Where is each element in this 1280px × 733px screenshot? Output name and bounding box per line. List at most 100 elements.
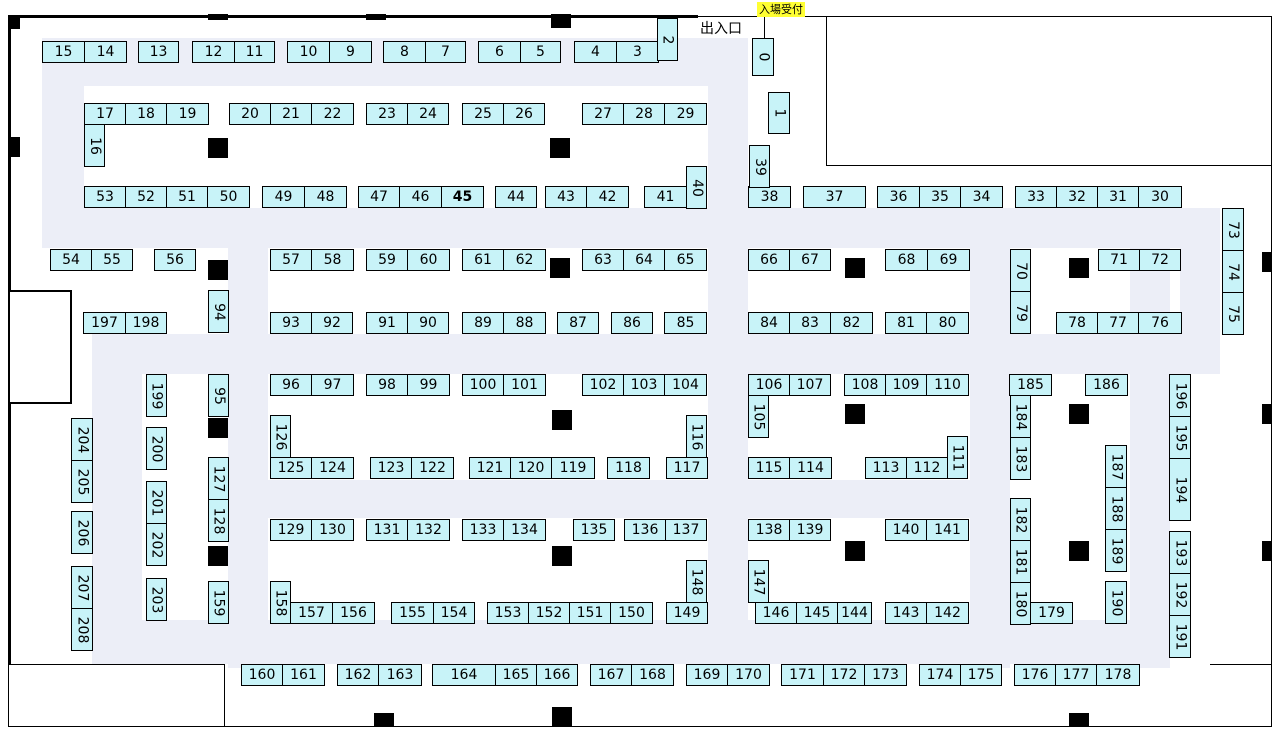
booth-148[interactable]: 148: [686, 560, 707, 603]
booth-179[interactable]: 179: [1030, 602, 1073, 624]
booth-82[interactable]: 82: [830, 312, 873, 334]
booth-8[interactable]: 8: [383, 41, 426, 63]
booth-90[interactable]: 90: [407, 312, 449, 334]
booth-53[interactable]: 53: [84, 186, 126, 208]
booth-189[interactable]: 189: [1105, 529, 1127, 572]
booth-14[interactable]: 14: [84, 41, 127, 63]
booth-116[interactable]: 116: [686, 415, 707, 458]
booth-92[interactable]: 92: [311, 312, 353, 334]
booth-6[interactable]: 6: [478, 41, 521, 63]
booth-93[interactable]: 93: [270, 312, 312, 334]
booth-146[interactable]: 146: [755, 602, 797, 624]
booth-142[interactable]: 142: [926, 602, 969, 624]
booth-54[interactable]: 54: [50, 249, 92, 271]
booth-194[interactable]: 194: [1169, 458, 1191, 521]
booth-0[interactable]: 0: [752, 38, 774, 76]
booth-173[interactable]: 173: [864, 664, 907, 686]
booth-65[interactable]: 65: [664, 249, 707, 271]
booth-180[interactable]: 180: [1010, 582, 1031, 625]
booth-18[interactable]: 18: [125, 103, 167, 125]
booth-187[interactable]: 187: [1105, 445, 1127, 488]
booth-207[interactable]: 207: [71, 566, 93, 609]
booth-188[interactable]: 188: [1105, 487, 1127, 530]
booth-143[interactable]: 143: [885, 602, 927, 624]
booth-47[interactable]: 47: [358, 186, 400, 208]
booth-112[interactable]: 112: [906, 457, 948, 479]
booth-181[interactable]: 181: [1010, 540, 1031, 583]
booth-147[interactable]: 147: [748, 560, 769, 603]
booth-125[interactable]: 125: [270, 457, 312, 479]
booth-1[interactable]: 1: [768, 92, 790, 134]
booth-27[interactable]: 27: [582, 103, 624, 125]
booth-89[interactable]: 89: [462, 312, 504, 334]
booth-205[interactable]: 205: [71, 460, 93, 503]
booth-183[interactable]: 183: [1010, 437, 1031, 480]
booth-10[interactable]: 10: [287, 41, 330, 63]
booth-91[interactable]: 91: [366, 312, 408, 334]
booth-186[interactable]: 186: [1085, 374, 1128, 396]
booth-23[interactable]: 23: [366, 103, 408, 125]
booth-170[interactable]: 170: [727, 664, 770, 686]
booth-3[interactable]: 3: [616, 41, 659, 63]
booth-119[interactable]: 119: [551, 457, 595, 479]
booth-129[interactable]: 129: [270, 519, 312, 541]
booth-30[interactable]: 30: [1138, 186, 1182, 208]
booth-70[interactable]: 70: [1010, 249, 1031, 292]
booth-193[interactable]: 193: [1169, 531, 1191, 574]
booth-48[interactable]: 48: [304, 186, 347, 208]
booth-178[interactable]: 178: [1096, 664, 1140, 686]
booth-51[interactable]: 51: [166, 186, 208, 208]
booth-16[interactable]: 16: [84, 124, 105, 167]
booth-109[interactable]: 109: [885, 374, 927, 396]
booth-133[interactable]: 133: [462, 519, 504, 541]
booth-155[interactable]: 155: [391, 602, 434, 624]
booth-56[interactable]: 56: [154, 249, 196, 271]
booth-107[interactable]: 107: [789, 374, 831, 396]
booth-139[interactable]: 139: [789, 519, 831, 541]
booth-202[interactable]: 202: [146, 523, 167, 566]
booth-41[interactable]: 41: [644, 186, 687, 208]
booth-127[interactable]: 127: [208, 457, 229, 500]
booth-67[interactable]: 67: [789, 249, 831, 271]
booth-85[interactable]: 85: [664, 312, 707, 334]
booth-161[interactable]: 161: [282, 664, 325, 686]
booth-157[interactable]: 157: [290, 602, 333, 624]
booth-106[interactable]: 106: [748, 374, 790, 396]
booth-86[interactable]: 86: [611, 312, 653, 334]
booth-69[interactable]: 69: [927, 249, 970, 271]
booth-164[interactable]: 164: [432, 664, 496, 686]
booth-156[interactable]: 156: [332, 602, 375, 624]
booth-37[interactable]: 37: [803, 186, 866, 208]
booth-200[interactable]: 200: [146, 427, 167, 470]
booth-206[interactable]: 206: [71, 511, 93, 554]
booth-203[interactable]: 203: [146, 578, 167, 621]
booth-182[interactable]: 182: [1010, 498, 1031, 541]
booth-108[interactable]: 108: [844, 374, 886, 396]
booth-66[interactable]: 66: [748, 249, 790, 271]
booth-52[interactable]: 52: [125, 186, 167, 208]
booth-103[interactable]: 103: [623, 374, 665, 396]
booth-136[interactable]: 136: [624, 519, 666, 541]
booth-131[interactable]: 131: [366, 519, 408, 541]
booth-95[interactable]: 95: [208, 374, 229, 417]
booth-99[interactable]: 99: [407, 374, 450, 396]
booth-171[interactable]: 171: [781, 664, 824, 686]
booth-34[interactable]: 34: [960, 186, 1003, 208]
booth-140[interactable]: 140: [885, 519, 927, 541]
booth-62[interactable]: 62: [503, 249, 546, 271]
booth-57[interactable]: 57: [270, 249, 312, 271]
booth-120[interactable]: 120: [510, 457, 552, 479]
booth-17[interactable]: 17: [84, 103, 126, 125]
booth-7[interactable]: 7: [425, 41, 466, 63]
booth-87[interactable]: 87: [557, 312, 599, 334]
booth-78[interactable]: 78: [1056, 312, 1098, 334]
booth-19[interactable]: 19: [166, 103, 209, 125]
booth-13[interactable]: 13: [138, 41, 179, 63]
booth-128[interactable]: 128: [208, 499, 229, 542]
booth-122[interactable]: 122: [411, 457, 454, 479]
booth-138[interactable]: 138: [748, 519, 790, 541]
booth-158[interactable]: 158: [270, 581, 291, 624]
booth-40[interactable]: 40: [686, 166, 707, 209]
booth-191[interactable]: 191: [1169, 615, 1191, 658]
booth-72[interactable]: 72: [1139, 249, 1181, 271]
